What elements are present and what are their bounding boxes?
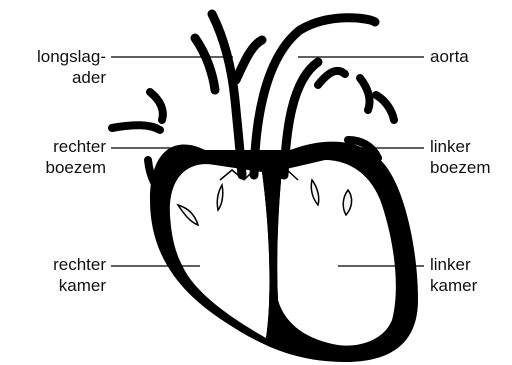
label-linker-kamer-line2: kamer [430, 275, 510, 296]
label-linker-boezem-line2: boezem [430, 157, 510, 178]
label-linker-boezem: linker boezem [430, 136, 510, 178]
label-aorta-line1: aorta [430, 46, 510, 67]
label-rechter-boezem-line2: boezem [6, 157, 106, 178]
pulmonary-branch-left [195, 38, 215, 90]
label-linker-kamer-line1: linker [430, 254, 510, 275]
pulmonary-branch-right [236, 40, 262, 80]
label-rechter-kamer: rechter kamer [6, 254, 106, 296]
vena-cava-upper [112, 125, 160, 130]
pulmonary-vein-2 [360, 78, 370, 110]
label-rechter-kamer-line2: kamer [6, 275, 106, 296]
label-aorta: aorta [430, 46, 510, 67]
pulmonary-vein-1 [318, 71, 345, 85]
label-longslagader-line1: longslag- [6, 46, 106, 67]
label-rechter-kamer-line1: rechter [6, 254, 106, 275]
vena-cava-branch [150, 92, 163, 120]
pulmonary-vein-3 [376, 95, 394, 120]
label-longslagader: longslag- ader [6, 46, 106, 88]
label-linker-boezem-line1: linker [430, 136, 510, 157]
label-longslagader-line2: ader [6, 67, 106, 88]
label-rechter-boezem: rechter boezem [6, 136, 106, 178]
label-linker-kamer: linker kamer [430, 254, 510, 296]
label-rechter-boezem-line1: rechter [6, 136, 106, 157]
